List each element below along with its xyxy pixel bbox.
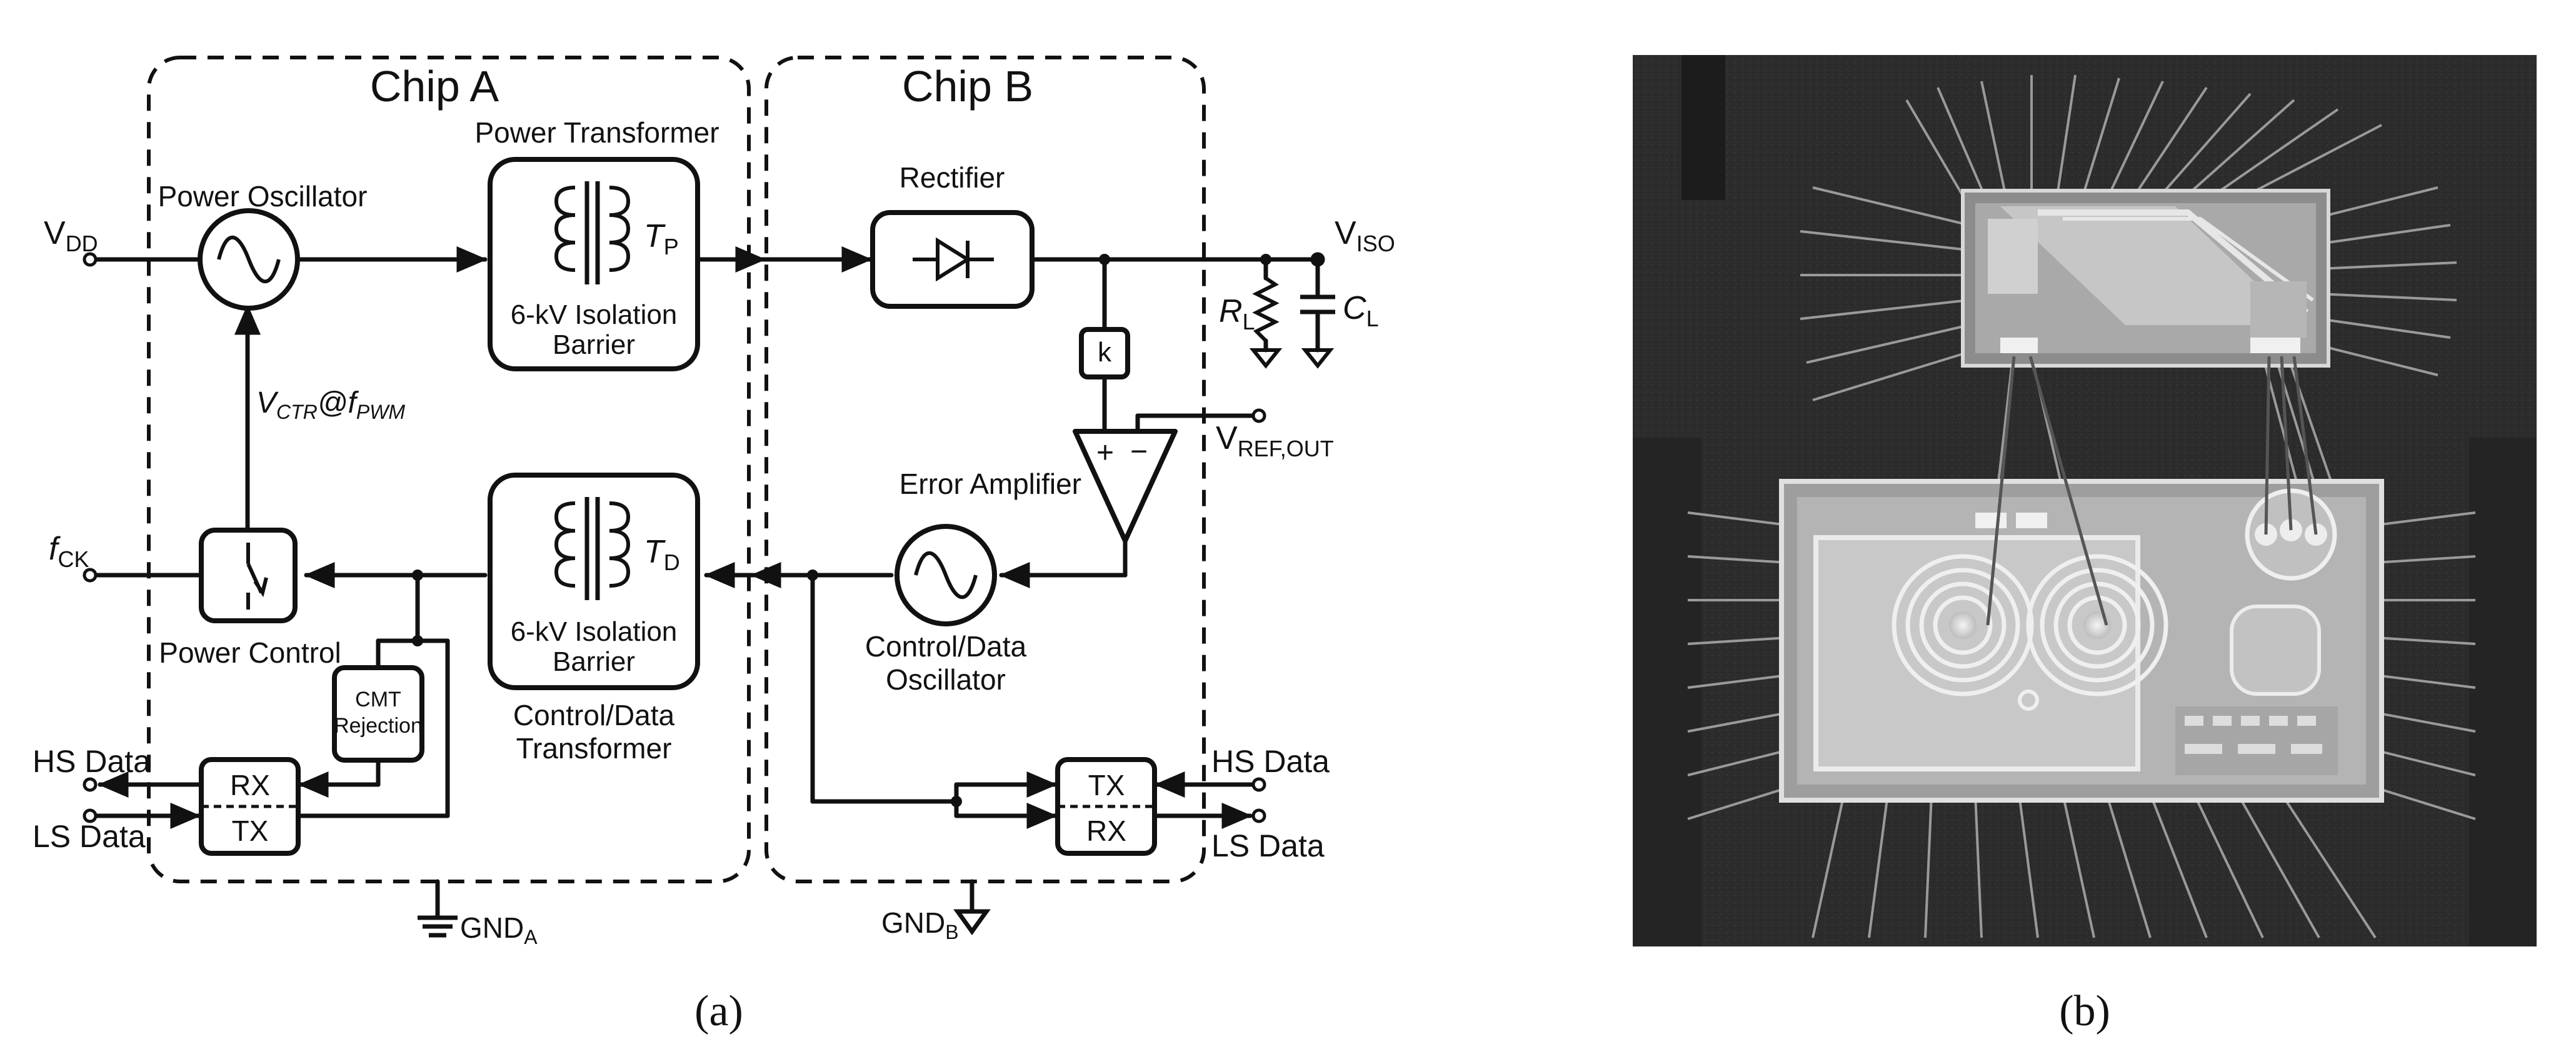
chip-a-boundary (147, 56, 751, 883)
switch-icon (246, 543, 268, 610)
viso-label: VISO (1335, 215, 1395, 256)
cmt-rejection-block: CMT Rejection (332, 665, 424, 763)
coil-spirals (1892, 554, 2168, 696)
power-control: Power Control (159, 528, 341, 669)
hs-data-left-label: HS Data (33, 744, 151, 779)
power-transformer: Power Transformer TP 6-kV Isolation Barr… (474, 116, 719, 371)
rl-label: RL (1219, 293, 1255, 334)
chip-b-transceiver: TX RX (1055, 757, 1157, 856)
panel-a-diagram: Chip A Chip B (33, 56, 1395, 1035)
hs-data-right-label: HS Data (1211, 744, 1330, 779)
td-secondary-coil-icon (609, 501, 631, 588)
fck-label: fCK (49, 531, 89, 572)
power-control-label: Power Control (159, 636, 341, 669)
k-label: k (1098, 337, 1112, 368)
k-gain-block: k (1079, 327, 1130, 379)
chip-b-rx-label: RX (1086, 815, 1126, 847)
panel-a-caption: (a) (694, 987, 743, 1035)
load-resistor: RL (1219, 276, 1283, 369)
gnd-a-symbol: GNDA (418, 879, 538, 948)
panel-b-caption: (b) (2059, 987, 2110, 1035)
rectifier-label: Rectifier (900, 161, 1005, 194)
rejection-label: Rejection (334, 714, 423, 738)
chip-b-boundary (764, 56, 1206, 883)
isolation-barrier-1-line1: 6-kV Isolation (511, 299, 678, 330)
die-top (1961, 189, 2330, 368)
power-oscillator: Power Oscillator (158, 180, 368, 311)
terminal-dots (83, 252, 1325, 823)
transformer-secondary-coil-icon (609, 186, 631, 272)
diode-icon (913, 237, 994, 282)
power-oscillator-label: Power Oscillator (158, 180, 368, 213)
inter-die-bond-wires (1986, 356, 2318, 626)
cl-label: CL (1343, 290, 1379, 331)
sine-icon (217, 236, 281, 283)
error-amplifier: + − Error Amplifier (900, 429, 1178, 543)
chip-b-tx-label: TX (1088, 769, 1125, 801)
gnd-b-label: GNDB (881, 906, 959, 943)
amp-plus-label: + (1096, 436, 1114, 469)
control-data-oscillator-line1: Control/Data (865, 630, 1027, 663)
sine-icon-2 (914, 551, 978, 599)
error-amplifier-label: Error Amplifier (900, 468, 1081, 500)
tp-label: TP (644, 218, 679, 259)
vctr-fpwm-label: VCTR@fPWM (256, 386, 405, 423)
resistor-icon (1252, 276, 1280, 343)
isolation-barrier-2-line2: Barrier (553, 646, 635, 677)
vdd-label: VDD (44, 215, 98, 256)
isolation-barrier-1-line2: Barrier (553, 329, 635, 360)
rectifier: Rectifier (870, 161, 1035, 309)
ground-arrow-icon (1249, 348, 1283, 369)
gnd-a-label: GNDA (460, 911, 538, 948)
control-data-oscillator-line2: Oscillator (886, 663, 1006, 696)
chip-a-transceiver: RX TX (199, 757, 301, 856)
transformer-primary-coil-icon (554, 186, 576, 272)
td-label: TD (644, 534, 680, 575)
chip-a-tx-label: TX (232, 815, 269, 847)
panel-b-micrograph: (b) (1633, 55, 2537, 1035)
ls-data-left-label: LS Data (33, 819, 146, 854)
chip-b-title: Chip B (902, 62, 1033, 111)
control-data-transformer-line2: Transformer (516, 732, 672, 765)
power-transformer-label: Power Transformer (474, 116, 719, 149)
gnd-b-symbol: GNDB (881, 879, 991, 943)
load-capacitor: CL (1300, 290, 1379, 369)
vref-out-label: VREF,OUT (1216, 420, 1334, 461)
td-primary-coil-icon (554, 501, 576, 588)
cmt-label: CMT (355, 688, 401, 711)
ground-arrow-icon-2 (1301, 348, 1335, 369)
control-data-transformer: TD 6-kV Isolation Barrier Control/Data T… (488, 473, 700, 765)
control-data-transformer-line1: Control/Data (513, 699, 675, 731)
isolation-barrier-2-line1: 6-kV Isolation (511, 616, 678, 647)
chip-a-rx-label: RX (230, 769, 270, 801)
control-data-oscillator: Control/Data Oscillator (865, 524, 1027, 696)
chip-a-title: Chip A (370, 62, 499, 111)
amp-minus-label: − (1130, 435, 1148, 468)
ls-data-right-label: LS Data (1211, 828, 1325, 863)
